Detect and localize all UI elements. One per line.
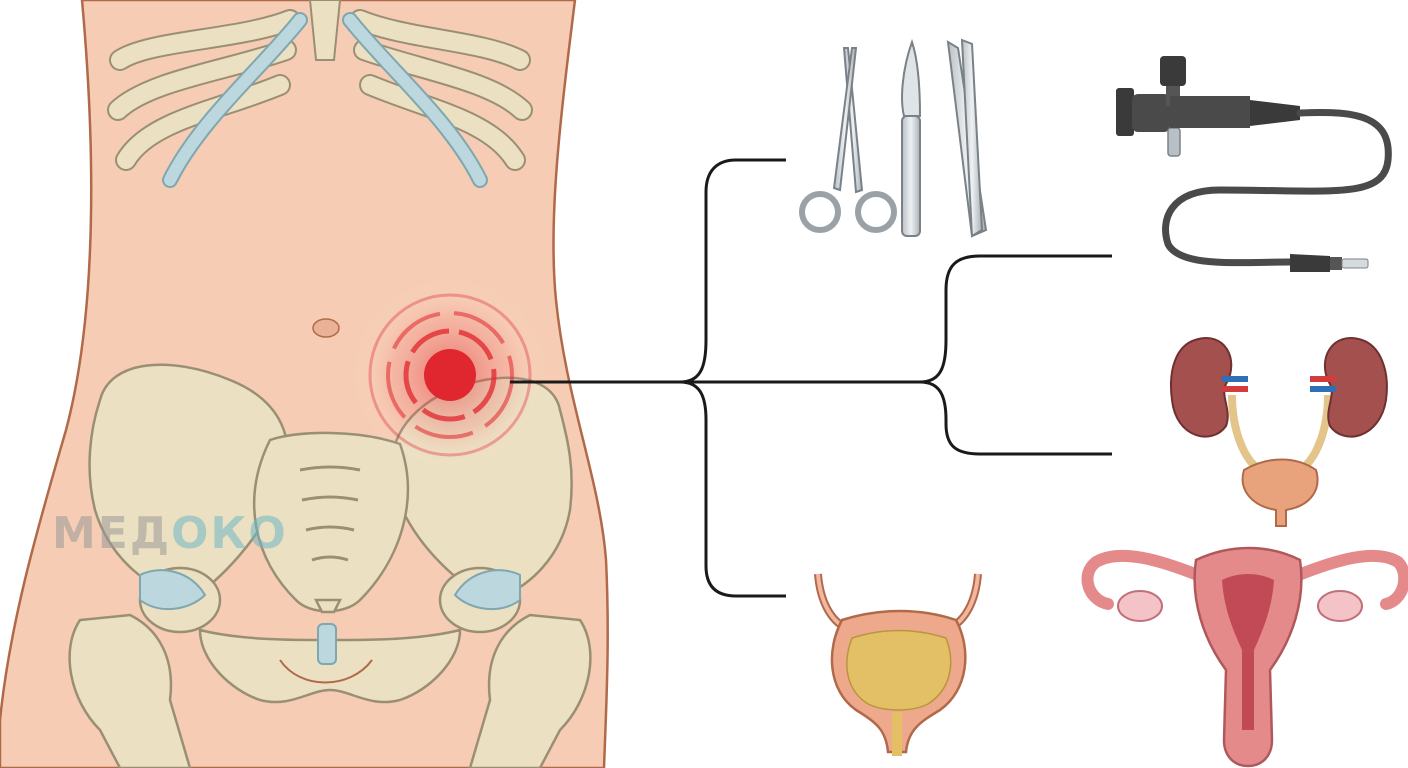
left-femur [68,613,192,768]
scalpel-icon [901,38,922,237]
pubic-symphysis-cartilage [139,569,521,665]
right-kidney [1324,337,1388,438]
watermark-text-part-b: ОКО [171,508,288,559]
rib-cage [107,0,533,188]
abdomen-shadow [279,659,373,684]
xiphoid-process [308,0,342,61]
endoscope-icon [1116,56,1392,272]
left-iliac-wing [88,363,289,602]
uterus-ovaries-icon [1081,546,1408,768]
navel [312,318,340,338]
left-ureter [1228,394,1263,474]
kidneys-ureters-bladder-icon [1170,337,1388,527]
urinary-bladder-icon [814,573,982,756]
pain-target-icon [354,279,546,471]
right-ureter [1297,394,1332,474]
small-bladder [1241,458,1319,527]
surgical-instruments-icon [799,38,988,238]
right-femur [468,613,592,768]
watermark-logo: МЕДОКО [52,508,288,559]
forceps-icon [946,38,988,238]
coccyx [313,598,343,614]
endoscope-cable [1162,108,1392,267]
uterine-cavity [1222,574,1274,730]
watermark-text-part-a: МЕД [52,508,172,559]
right-ovary [1317,590,1363,622]
left-fallopian-tube [1081,549,1206,610]
sacrum [252,431,410,613]
right-fallopian-tube [1290,549,1408,610]
hemostat-icon [799,47,897,233]
branch-connector [510,158,1112,598]
left-kidney [1170,337,1233,438]
left-ovary [1117,590,1163,622]
